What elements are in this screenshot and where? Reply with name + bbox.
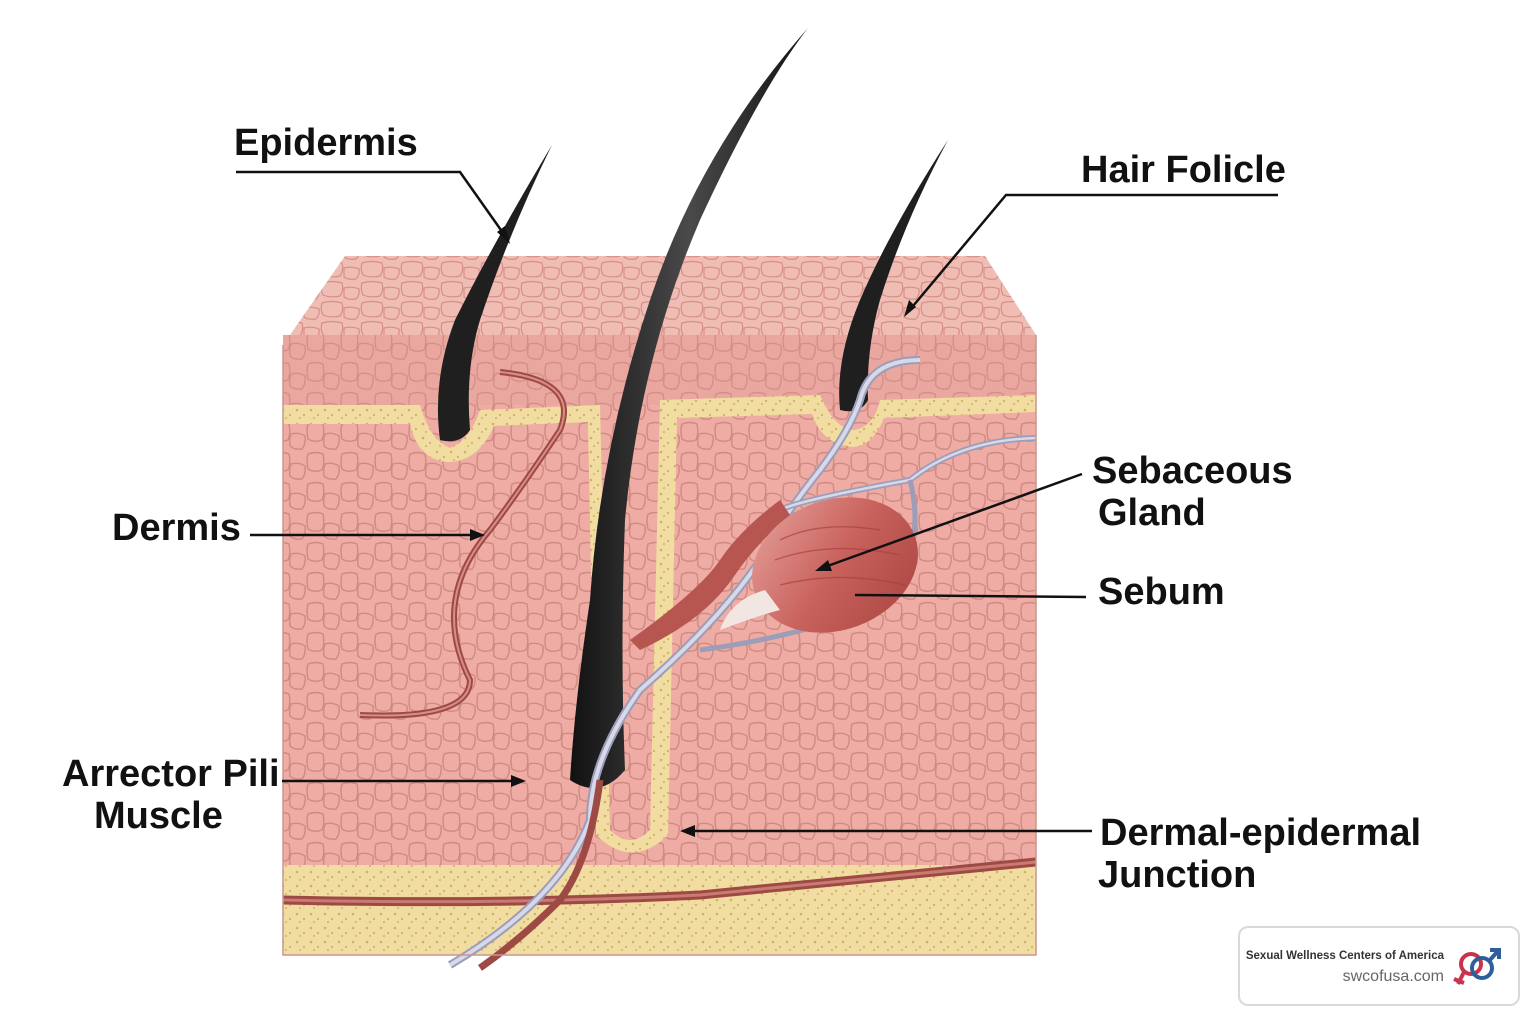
hair-folicle-arrow [904,300,916,317]
gender-symbols-icon [1453,948,1501,985]
credit-box: Sexual Wellness Centers of America swcof… [1238,926,1520,1006]
central-hair [570,28,808,788]
sebaceous-gland [752,497,918,633]
credit-organization: Sexual Wellness Centers of America [1245,950,1444,962]
dermis-arrow [470,529,485,541]
label-arrector-pili-muscle: Arrector Pili Muscle [62,753,280,837]
label-hair-folicle: Hair Folicle [1081,149,1286,191]
sebaceous-leader [821,472,1083,570]
sebum-leader [854,593,1087,599]
label-sebaceous-gland: Sebaceous Gland [1092,450,1293,534]
junction-arrow [680,825,695,837]
label-dermal-epidermal-junction: Dermal-epidermal Junction [1098,812,1422,896]
credit-website: swcofusa.com [1342,968,1444,985]
arrowheads [470,226,916,837]
epidermis-arrow [497,226,510,244]
right-hair [839,140,948,412]
leader-lines [236,170,1278,833]
label-dermis: Dermis [112,507,241,549]
hair-folicle-leader [907,193,1278,313]
label-epidermis: Epidermis [234,122,418,164]
left-hair [437,145,552,442]
arrector-arrow [511,775,526,787]
sebaceous-arrow [815,560,832,571]
arrector-pili-muscle [630,500,790,650]
epidermis-leader [236,170,510,241]
root-vessel [477,779,604,971]
label-sebum: Sebum [1098,571,1225,613]
